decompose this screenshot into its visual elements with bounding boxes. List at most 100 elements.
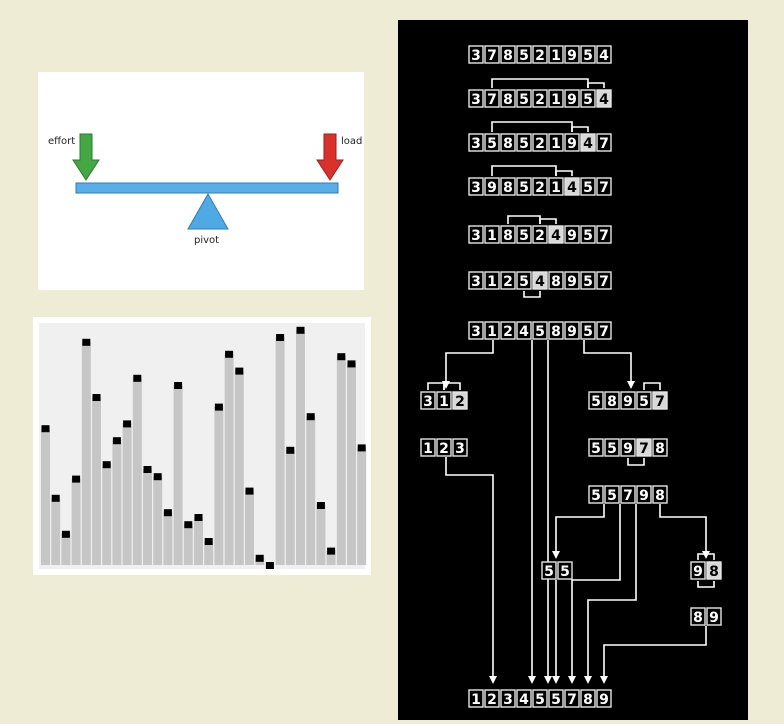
flow-arrow bbox=[442, 340, 494, 389]
bar bbox=[285, 449, 295, 565]
digit-cell bbox=[500, 133, 516, 152]
bar-marker bbox=[194, 514, 203, 521]
bar-marker bbox=[316, 502, 325, 509]
digit-cell bbox=[596, 89, 612, 108]
digit: 2 bbox=[535, 228, 545, 244]
bar bbox=[245, 490, 254, 565]
digit: 5 bbox=[519, 92, 529, 108]
bar bbox=[234, 370, 244, 565]
bar bbox=[336, 356, 346, 565]
digit-cell bbox=[500, 225, 516, 244]
bar bbox=[306, 416, 316, 565]
bar bbox=[112, 440, 122, 565]
bar-marker bbox=[184, 521, 193, 529]
bar-marker bbox=[296, 326, 305, 334]
digit: 5 bbox=[544, 564, 554, 580]
digit-cell bbox=[604, 485, 620, 504]
digit: 7 bbox=[599, 324, 609, 340]
digit: 8 bbox=[607, 394, 617, 410]
digit-cell bbox=[500, 45, 516, 64]
digit-cell bbox=[588, 438, 604, 457]
digit-cell bbox=[484, 89, 500, 108]
digit: 4 bbox=[519, 324, 529, 340]
digit-cell bbox=[620, 391, 636, 410]
pivot-digit: 7 bbox=[639, 441, 649, 457]
digit-cell bbox=[500, 89, 516, 108]
digit: 7 bbox=[487, 48, 497, 64]
digit: 9 bbox=[567, 92, 577, 108]
swap-bracket bbox=[427, 382, 445, 390]
flow-arrow bbox=[445, 457, 497, 684]
digit: 9 bbox=[623, 394, 633, 410]
digit-cell bbox=[580, 271, 596, 290]
digit-cell bbox=[580, 177, 596, 196]
digit-cell bbox=[468, 133, 484, 152]
flow-arrow bbox=[583, 340, 635, 389]
digit-cell bbox=[532, 225, 548, 244]
digit: 3 bbox=[471, 228, 481, 244]
digit-cell bbox=[500, 689, 516, 708]
bar bbox=[61, 533, 71, 565]
digit: 7 bbox=[487, 92, 497, 108]
digit: 1 bbox=[487, 324, 497, 340]
digit: 8 bbox=[551, 324, 561, 340]
digit-cell bbox=[484, 271, 500, 290]
lever-beam bbox=[75, 182, 339, 194]
digit-cell bbox=[468, 177, 484, 196]
digit: 9 bbox=[623, 441, 633, 457]
flow-arrow bbox=[659, 504, 710, 559]
digit-cell bbox=[420, 391, 436, 410]
digit-cell bbox=[500, 321, 516, 340]
digit-cell bbox=[580, 45, 596, 64]
digit-cell bbox=[468, 321, 484, 340]
pivot-digit: 8 bbox=[709, 564, 719, 580]
bar bbox=[102, 464, 112, 565]
bar-marker bbox=[123, 420, 132, 428]
bar bbox=[143, 469, 152, 565]
digit-cell bbox=[548, 89, 564, 108]
digit: 7 bbox=[599, 136, 609, 152]
digit: 8 bbox=[503, 228, 513, 244]
digit: 5 bbox=[607, 488, 617, 504]
digit-cell bbox=[500, 271, 516, 290]
digit-cell bbox=[516, 321, 532, 340]
bar bbox=[51, 497, 61, 565]
digit: 2 bbox=[487, 692, 497, 708]
bar-marker bbox=[102, 461, 111, 469]
digit: 3 bbox=[503, 692, 513, 708]
digit: 5 bbox=[583, 92, 593, 108]
bar bbox=[214, 406, 224, 565]
digit: 8 bbox=[503, 180, 513, 196]
digit: 7 bbox=[599, 180, 609, 196]
bar-marker bbox=[82, 338, 91, 346]
digit-cell bbox=[452, 391, 468, 410]
digit-cell bbox=[596, 689, 612, 708]
digit-cell bbox=[580, 321, 596, 340]
digit-cell bbox=[541, 561, 557, 580]
digit-cell bbox=[596, 321, 612, 340]
swap-bracket bbox=[587, 82, 605, 88]
digit-cell bbox=[532, 177, 548, 196]
bar bbox=[296, 329, 305, 565]
bar-marker bbox=[41, 425, 50, 433]
bar-marker bbox=[72, 475, 81, 483]
digit: 1 bbox=[551, 180, 561, 196]
digit: 4 bbox=[519, 692, 529, 708]
digit: 3 bbox=[471, 136, 481, 152]
digit: 1 bbox=[487, 228, 497, 244]
bar-marker bbox=[337, 353, 346, 361]
swap-bracket bbox=[697, 581, 715, 588]
digit: 3 bbox=[471, 274, 481, 290]
digit-cell bbox=[468, 89, 484, 108]
digit-cell bbox=[596, 45, 612, 64]
digit-cell bbox=[564, 321, 580, 340]
